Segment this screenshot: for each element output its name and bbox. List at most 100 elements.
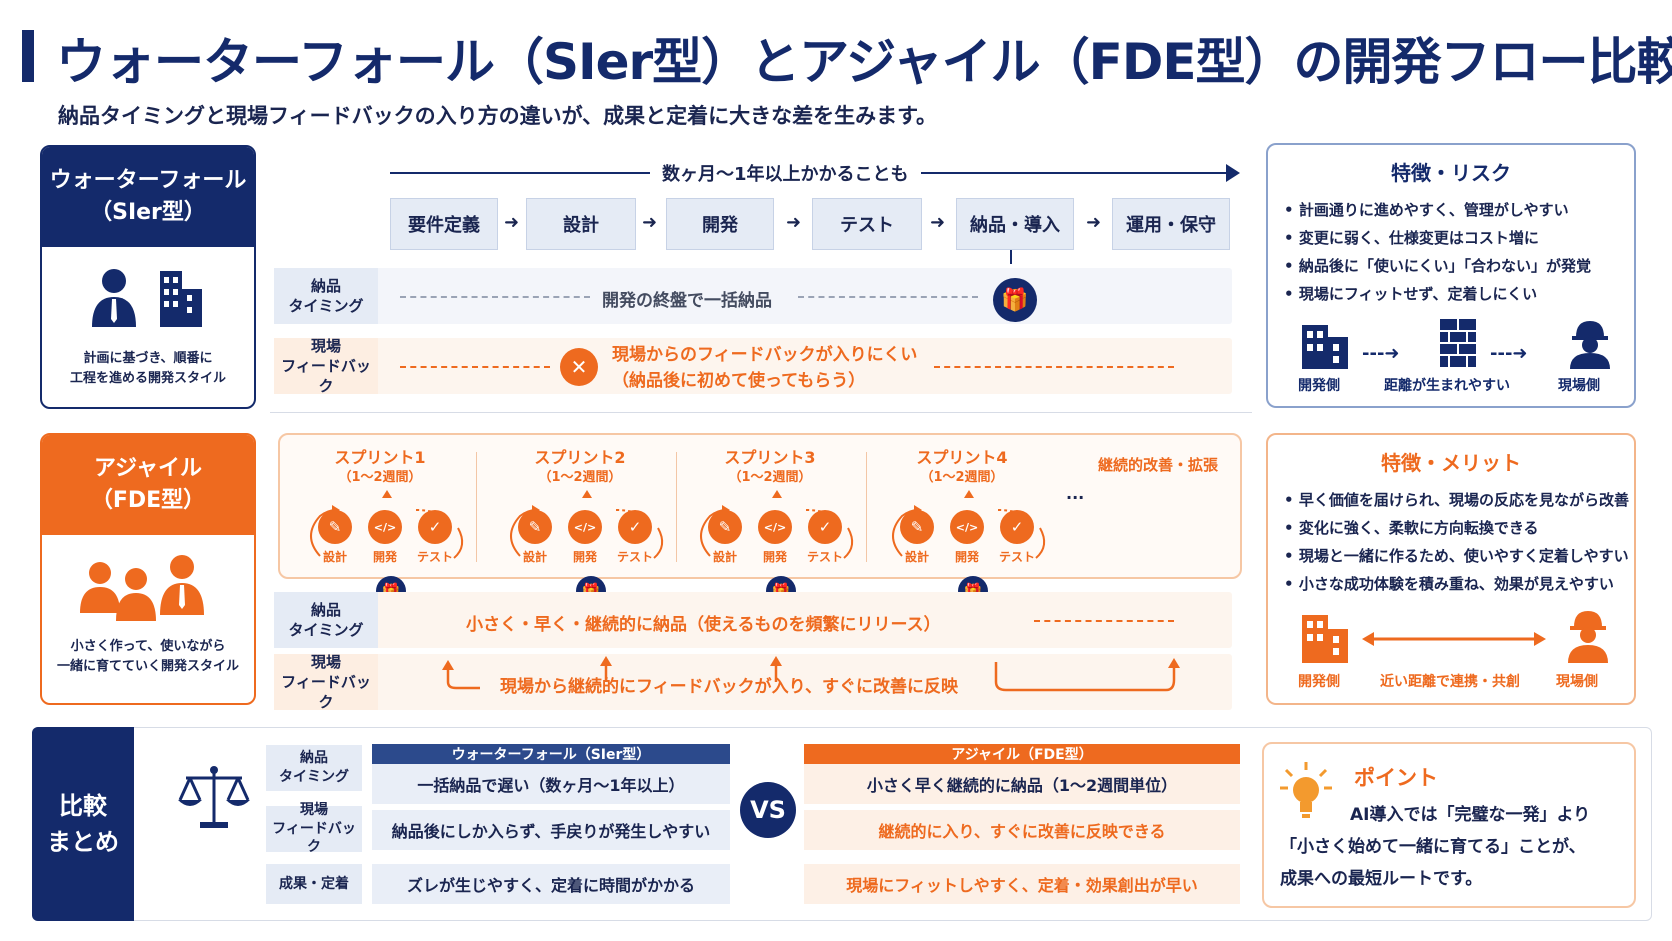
check-icon: ✓ [808,510,842,544]
sprint-title: スプリント2 [534,448,626,467]
sprint-title: スプリント4 [916,448,1008,467]
summary-ag-feedback: 継続的に入り、すぐに改善に反映できる [804,810,1240,850]
summary-title-block: 比較 まとめ [32,727,134,921]
title-accent-bar [22,30,34,82]
sprint-step-label: 開発 [372,550,397,564]
section-divider [270,412,1252,413]
sprint-step-label: 設計 [522,550,547,564]
dev-side-label: 開発側 [1298,378,1340,394]
point-line-2: 「小さく始めて一緒に育てる」ことが、 [1280,837,1586,857]
pencil-icon: ✎ [708,510,742,544]
step-design: 設計 [526,198,636,250]
merit-item: 早く価値を届けられ、現場の反応を見ながら改善 [1284,486,1629,514]
feedback-label-line1: 現場 [310,336,341,355]
summary-row-label-result: 成果・定着 [266,864,362,904]
feedback-label-line2: フィードバック [281,672,371,712]
sprint-step-label: テスト [806,550,843,564]
sprint-weeks: （1〜2週間） [538,470,622,485]
vs-badge: VS [740,782,796,838]
check-icon: ✓ [618,510,652,544]
risk-item: 変更に弱く、仕様変更はコスト増に [1284,224,1618,252]
agile-card: アジャイル （FDE型） 小さく作って、使いながら 一緒に育てていく開発スタイル [40,433,256,705]
step-arrow-icon: ➜ [1086,212,1102,233]
waterfall-delivery-text: 開発の終盤で一括納品 [602,291,772,311]
duration-arrowhead [1226,164,1240,182]
point-line-3: 成果への最短ルートです。 [1280,869,1483,889]
summary-label-line1: 現場 [300,801,328,818]
gift-icon: 🎁 [993,278,1037,322]
continuous-improvement-label: 継続的改善・拡張 [1098,456,1219,474]
dash-arrow-icon: ‐‐‐➜ [1490,343,1528,364]
summary-ag-delivery: 小さく早く継続的に納品（1〜2週間単位） [804,764,1240,804]
step-arrow-icon: ➜ [930,212,946,233]
risk-item: 計画通りに進めやすく、管理がしやすい [1284,196,1618,224]
agile-caption-2: 一緒に育てていく開発スタイル [56,658,239,674]
summary-label-line1: 納品 [300,750,328,767]
pencil-icon: ✎ [518,510,552,544]
sprint-cycle-arrows-icon [700,505,854,559]
waterfall-feedback-dash-right [934,366,1174,368]
distance-label: 距離が生まれやすい [1384,378,1510,394]
agile-feedback-label: 現場フィードバック [274,653,378,712]
pencil-icon: ✎ [318,510,352,544]
summary-row-label-feedback: 現場フィードバック [266,802,362,855]
sprint-ellipsis: ... [1066,484,1085,503]
page-title: ウォーターフォール（SIer型）とアジャイル（FDE型）の開発フロー比較 [56,33,1672,91]
sprint-cycle-arrows-icon [310,505,464,559]
step-requirements: 要件定義 [390,198,498,250]
check-icon: ✓ [418,510,452,544]
agile-name: アジャイル [93,456,203,482]
agile-delivery-label: 納品タイミング [274,592,378,648]
waterfall-feedback-label: 現場フィードバック [274,336,378,395]
summary-label-line2: タイミング [279,769,349,785]
dev-building-icon [1302,615,1348,663]
distance-label: 近い距離で連携・共創 [1380,674,1520,690]
feedback-loop-arrows-icon [442,656,1180,692]
summary-title-2: まとめ [47,828,119,856]
sprint-weeks: （1〜2週間） [728,470,812,485]
summary-label-line1: 成果・定着 [279,875,349,892]
sprint-step-label: 開発 [572,550,597,564]
step-arrow-icon: ➜ [642,212,658,233]
agile-caption-1: 小さく作って、使いながら [70,639,226,654]
lightbulb-icon [1280,762,1332,818]
sprint-weeks: （1〜2週間） [338,470,422,485]
waterfall-card: ウォーターフォール （SIer型） 計画に基づき、順番に 工程を進める開発スタイ… [40,145,256,409]
x-mark-icon: ✕ [560,348,598,386]
up-arrow-icon [382,490,392,498]
delivery-down-arrow-icon [1010,250,1012,264]
summary-waterfall-header: ウォーターフォール（SIer型） [372,744,730,764]
businessman-building-icon [92,269,202,327]
summary-agile-header: アジャイル（FDE型） [804,744,1240,764]
worker-helmet-icon [1570,321,1610,369]
worker-helmet-icon [1568,611,1608,663]
sprint-separator [476,452,477,562]
up-arrow-icon [772,490,782,498]
point-line-1: AI導入では「完璧な一発」より [1350,805,1591,825]
dash-arrow-icon: ‐‐‐➜ [1362,343,1400,364]
sprint-weeks: （1〜2週間） [920,470,1004,485]
delivery-label-line2: タイミング [288,621,364,639]
merit-item: 変化に強く、柔軟に方向転換できる [1284,514,1618,542]
page-subtitle: 納品タイミングと現場フィードバックの入り方の違いが、成果と定着に大きな差を生みま… [58,104,938,128]
sprint-step-label: テスト [616,550,653,564]
double-arrow-icon [1362,632,1546,646]
feedback-text-line1: 現場からのフィードバックが入りにくい [612,345,918,365]
sprint-step-label: テスト [416,550,453,564]
waterfall-delivery-label: 納品タイミング [274,268,378,324]
sprint-step-label: 設計 [712,550,737,564]
pencil-icon: ✎ [900,510,934,544]
agile-feedback-band [274,654,1232,710]
sprint-cycle-arrows-icon [892,505,1046,559]
merit-item: 小さな成功体験を積み重ね、効果が見えやすい [1284,570,1618,598]
agile-delivery-dash [1034,620,1174,622]
summary-row-label-delivery: 納品タイミング [266,745,362,791]
dev-building-icon [1302,325,1348,369]
point-title: ポイント [1354,766,1438,790]
step-test: テスト [812,198,922,250]
duration-label: 数ヶ月〜1年以上かかることも [650,160,921,186]
step-delivery: 納品・導入 [956,198,1074,250]
agile-card-header: アジャイル （FDE型） [42,435,254,535]
sprint-step-label: 開発 [762,550,787,564]
summary-wf-feedback: 納品後にしか入らず、手戻りが発生しやすい [372,810,730,850]
